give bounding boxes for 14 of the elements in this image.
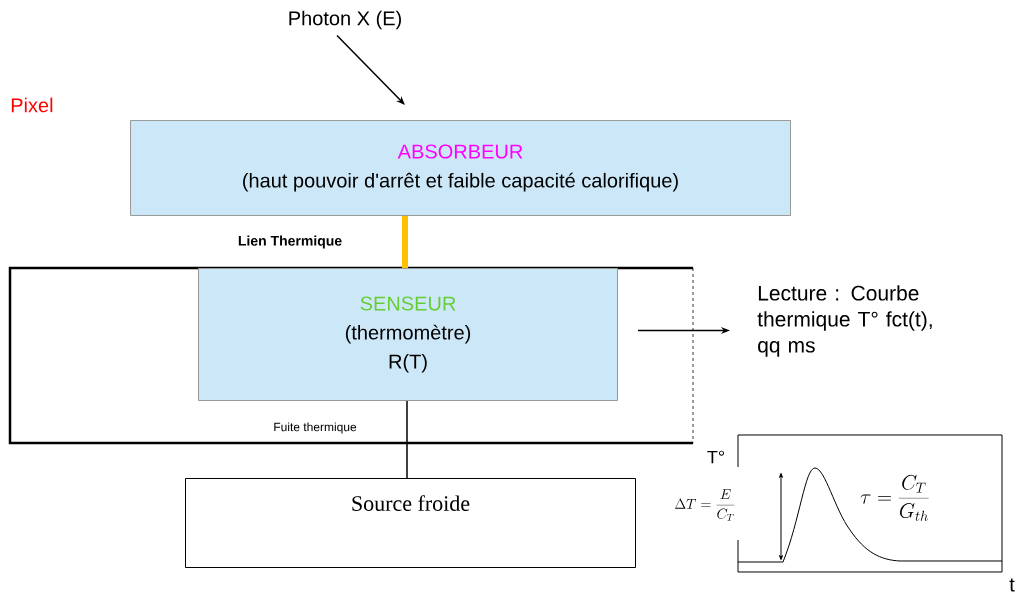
arrow [336, 34, 405, 105]
connector-line [406, 400, 408, 479]
absorber-box: ABSORBEUR (haut pouvoir d'arrêt et faible capacité calorifique) [130, 120, 791, 216]
sensor-box: SENSEUR (thermomètre) R(T) [198, 268, 618, 401]
edge-label: Lien Thermique [236, 234, 344, 250]
cold-source-box: Source froide [185, 478, 636, 568]
photon-label: Photon X (E) [289, 10, 401, 30]
formula: $\tau = \frac{C_T}{G_{th}}$ [860, 474, 929, 521]
axis-label: t [1009, 578, 1015, 592]
edge-label: Fuite thermique [272, 421, 358, 435]
readout-text: Lecture : Courbe thermique T° fct(t), qq ms [757, 285, 932, 357]
axis-label: T° [707, 450, 724, 464]
formula: $\Delta T = \frac{E}{C_T}$ [675, 489, 735, 521]
frame-title: Pixel [11, 97, 53, 113]
